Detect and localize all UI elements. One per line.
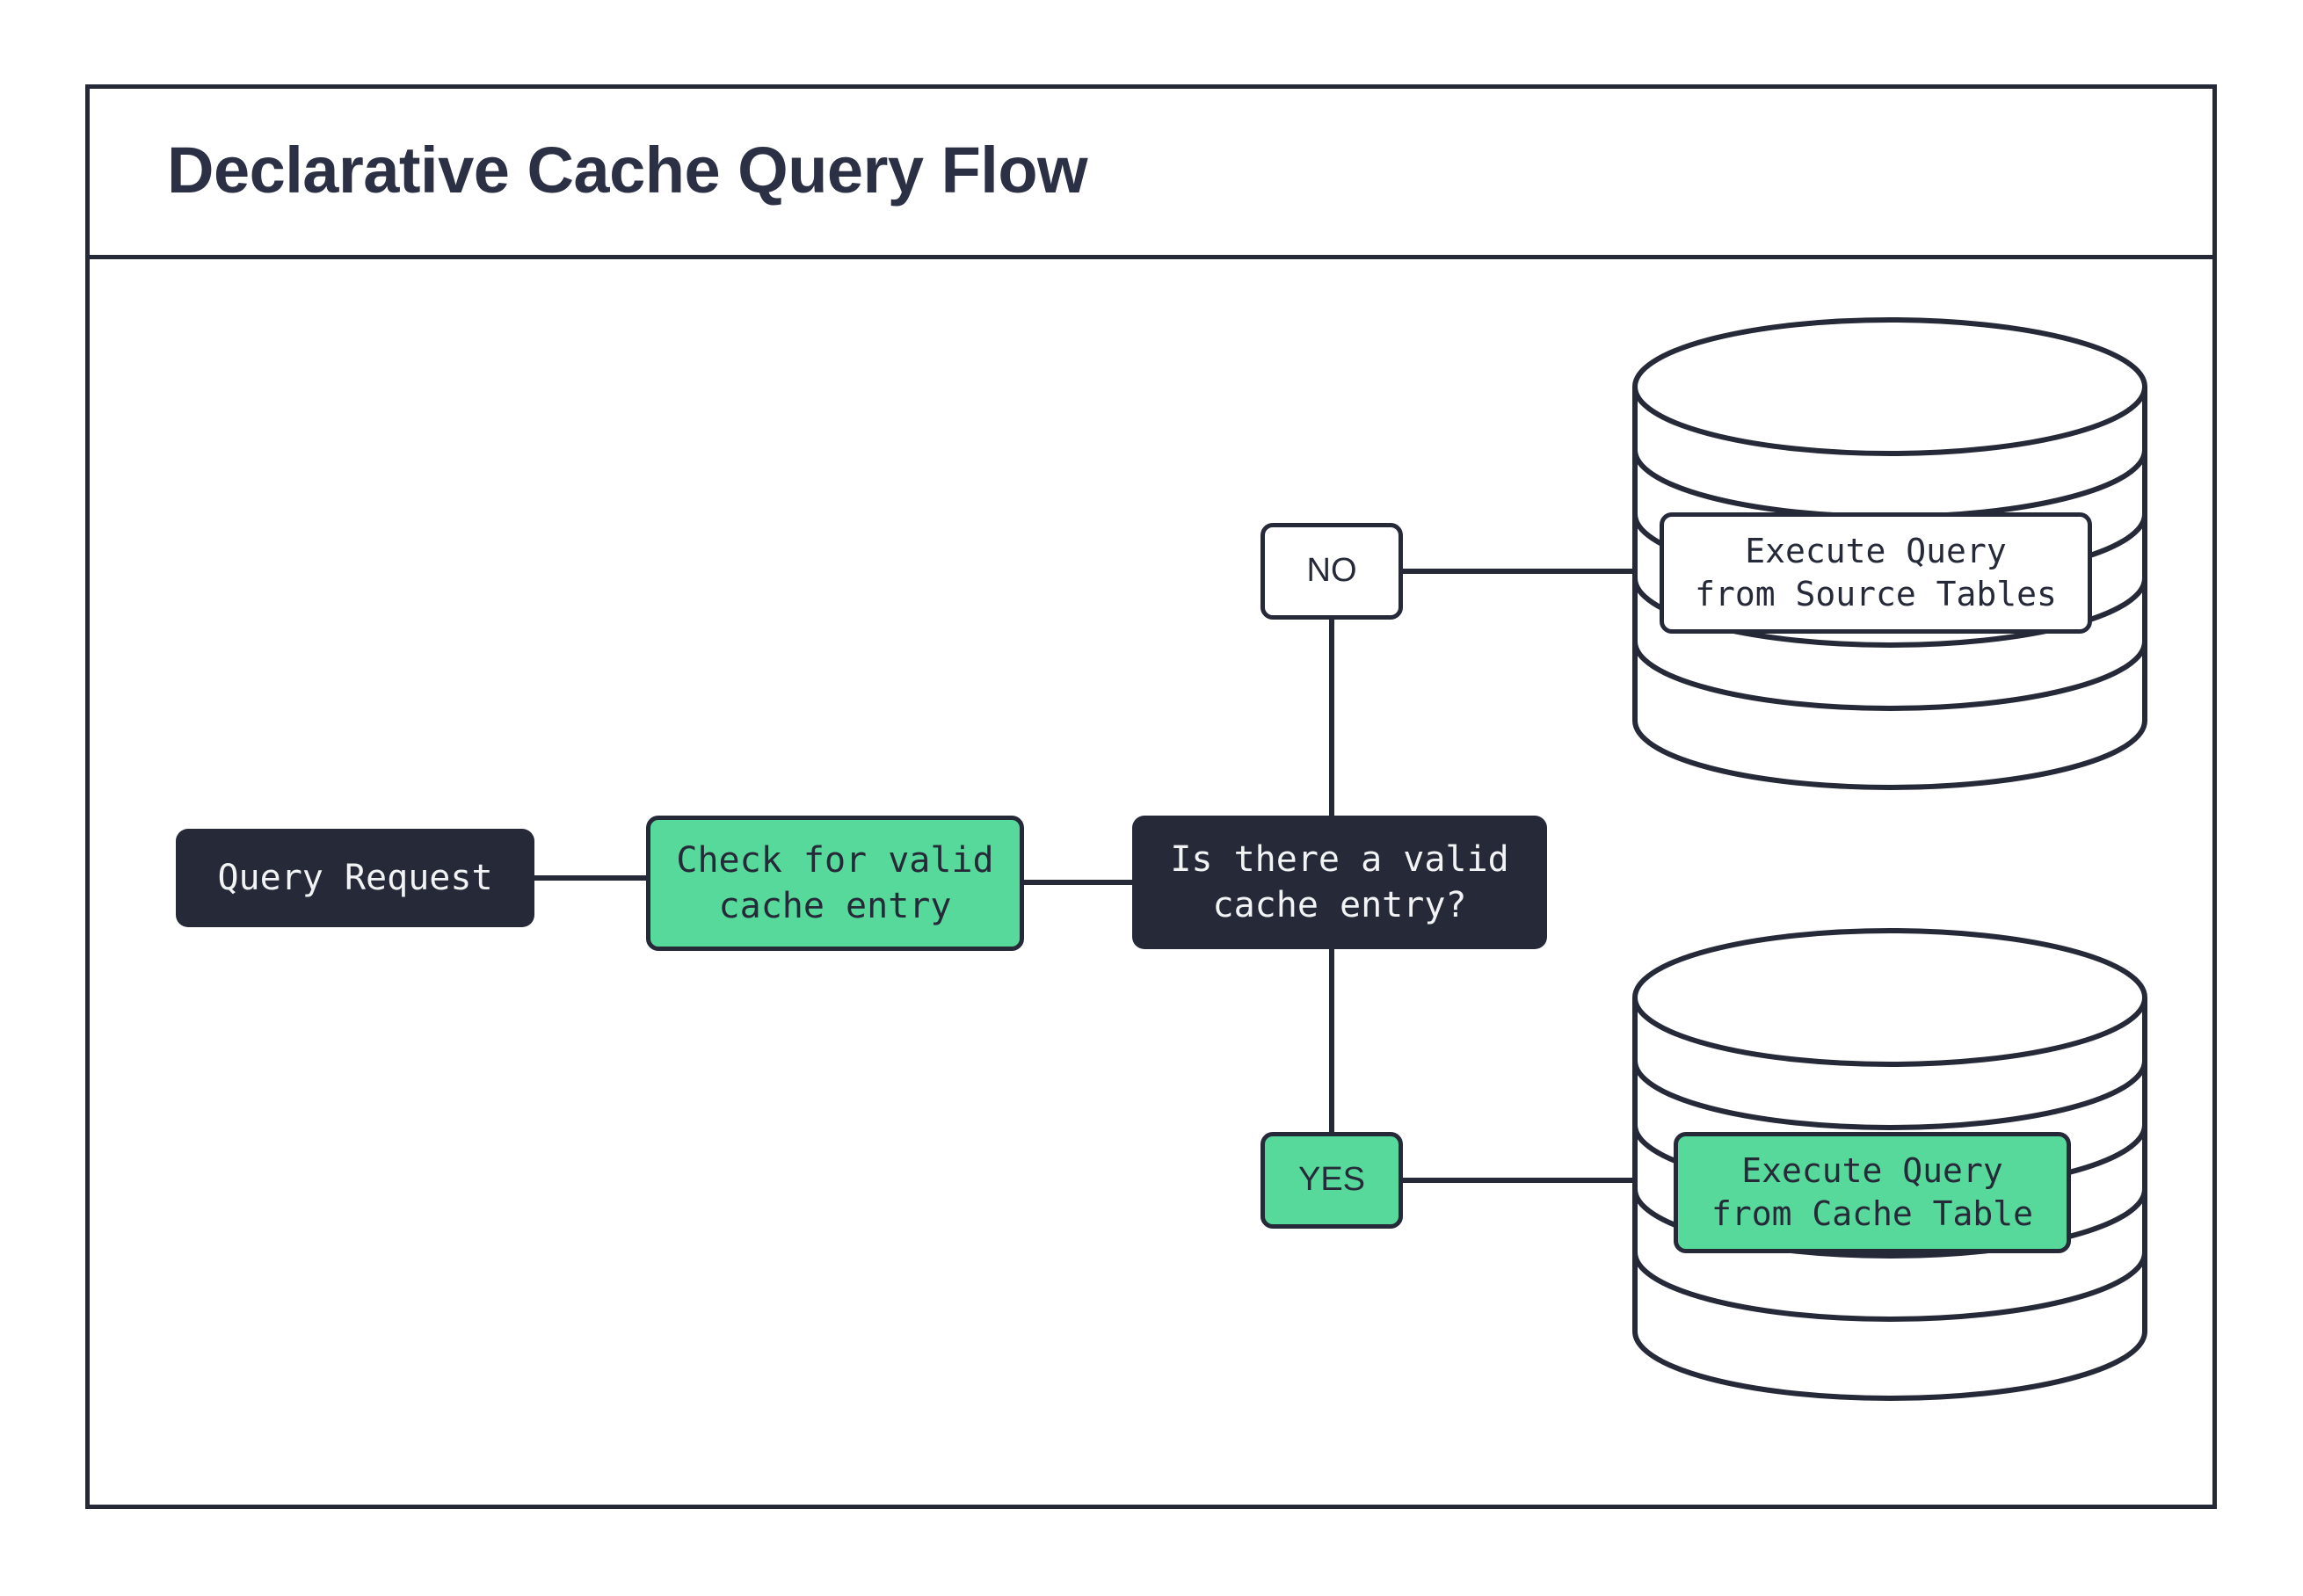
edge-label-yes[interactable]: YES <box>1260 1132 1403 1229</box>
diagram-frame <box>85 84 2217 1509</box>
edge-label-no[interactable]: NO <box>1260 523 1403 620</box>
node-execute-query-cache-table[interactable]: Execute Query from Cache Table <box>1674 1132 2071 1253</box>
node-execute-query-source-tables-label: Execute Query from Source Tables <box>1695 531 2057 613</box>
page-title: Declarative Cache Query Flow <box>167 133 1088 207</box>
node-decision-label: Is there a valid cache entry? <box>1170 839 1509 925</box>
edge-label-no-text: NO <box>1306 552 1357 590</box>
node-check-cache-label: Check for valid cache entry <box>676 840 994 926</box>
title-bar: Declarative Cache Query Flow <box>85 84 2217 259</box>
node-query-request[interactable]: Query Request <box>176 829 534 927</box>
node-query-request-label: Query Request <box>217 858 493 898</box>
edge-label-yes-text: YES <box>1297 1161 1366 1199</box>
node-execute-query-source-tables[interactable]: Execute Query from Source Tables <box>1660 512 2092 634</box>
node-execute-query-cache-table-label: Execute Query from Cache Table <box>1711 1150 2034 1233</box>
node-decision-valid-cache[interactable]: Is there a valid cache entry? <box>1132 816 1547 949</box>
node-check-cache[interactable]: Check for valid cache entry <box>646 816 1024 951</box>
